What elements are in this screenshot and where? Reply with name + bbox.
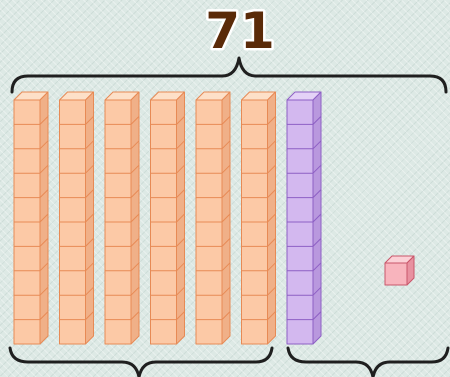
ten-rod	[242, 92, 276, 344]
ten-rod	[60, 92, 94, 344]
ten-rod	[14, 92, 48, 344]
ten-rod	[151, 92, 185, 344]
rods-layer	[14, 92, 321, 344]
ten-rod	[196, 92, 230, 344]
total-value-label: 71	[205, 2, 275, 60]
one-cube	[385, 256, 414, 285]
ones-brace	[288, 348, 448, 377]
ten-rod	[105, 92, 139, 344]
tens-brace-right	[139, 348, 272, 377]
ten-rod	[287, 92, 321, 344]
cube-front-face	[385, 263, 407, 285]
top-brace	[12, 58, 446, 92]
ones-layer	[385, 256, 414, 285]
tens-brace	[10, 348, 139, 377]
